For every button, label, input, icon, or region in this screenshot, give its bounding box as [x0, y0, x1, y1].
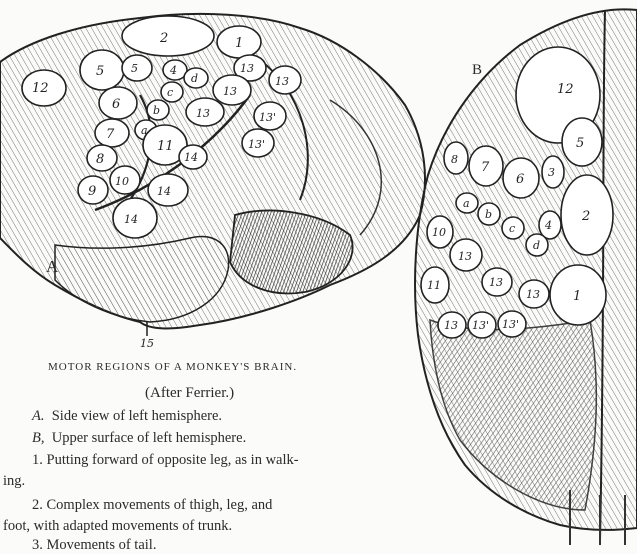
- caption-item-2: 2. Complex movements of thigh, leg, and: [32, 497, 272, 514]
- svg-text:10: 10: [115, 175, 129, 188]
- caption-line-b-key: B,: [32, 430, 44, 446]
- svg-text:6: 6: [112, 97, 120, 112]
- svg-text:13: 13: [489, 276, 503, 289]
- svg-text:6: 6: [516, 172, 524, 187]
- svg-text:2: 2: [581, 209, 590, 224]
- svg-text:13': 13': [472, 319, 489, 332]
- svg-text:14: 14: [124, 213, 138, 226]
- svg-text:8: 8: [451, 153, 458, 166]
- caption-item-2-cont: foot, with adapted movements of trunk.: [3, 518, 232, 535]
- svg-text:13: 13: [444, 319, 458, 332]
- caption-line-a: A. Side view of left hemisphere.: [32, 408, 222, 425]
- panel-a-pointer-label: 15: [140, 337, 154, 350]
- svg-text:13': 13': [502, 318, 519, 331]
- svg-text:10: 10: [432, 226, 446, 239]
- svg-text:12: 12: [557, 82, 574, 97]
- caption-item-1-cont: ing.: [3, 473, 25, 490]
- caption-line-a-text: Side view of left hemisphere.: [52, 408, 222, 424]
- svg-text:a: a: [463, 197, 470, 210]
- svg-text:5: 5: [96, 64, 104, 79]
- svg-text:7: 7: [481, 160, 490, 175]
- svg-text:1: 1: [235, 36, 243, 51]
- svg-text:13: 13: [223, 85, 237, 98]
- svg-text:13': 13': [248, 138, 265, 151]
- svg-text:c: c: [509, 222, 515, 235]
- svg-text:12: 12: [32, 81, 49, 96]
- svg-text:d: d: [191, 72, 198, 85]
- svg-text:13': 13': [259, 111, 276, 124]
- caption-title: MOTOR REGIONS OF A MONKEY'S BRAIN.: [48, 361, 297, 373]
- caption-item-3: 3. Movements of tail.: [32, 537, 156, 554]
- svg-text:14: 14: [157, 185, 171, 198]
- svg-text:b: b: [153, 104, 160, 117]
- caption-item-1-text: Putting forward of opposite leg, as in w…: [47, 452, 299, 468]
- caption-item-1-num: 1.: [32, 452, 43, 468]
- caption-line-b: B, Upper surface of left hemisphere.: [32, 430, 246, 447]
- panel-a-label: A: [46, 257, 58, 277]
- panel-b-upper-view: 12 5 3 6 7 8 2 4 a b c d 10 13 13 13 11 …: [415, 9, 637, 545]
- svg-text:14: 14: [184, 151, 198, 164]
- svg-text:13: 13: [196, 107, 210, 120]
- svg-text:11: 11: [427, 279, 441, 292]
- svg-text:5: 5: [576, 136, 584, 151]
- svg-text:a: a: [141, 124, 148, 137]
- caption-item-2-num: 2.: [32, 497, 43, 513]
- svg-text:13: 13: [240, 62, 254, 75]
- panel-a-side-view: 12 5 5 2 1 4 d 13 13 6 c b a 13 13 13' 7…: [0, 14, 425, 350]
- svg-text:b: b: [485, 208, 492, 221]
- caption-item-2-text: Complex movements of thigh, leg, and: [47, 497, 273, 513]
- svg-text:8: 8: [96, 152, 104, 167]
- caption-line-b-text: Upper surface of left hemisphere.: [52, 430, 246, 446]
- svg-text:9: 9: [88, 184, 96, 199]
- svg-text:d: d: [533, 239, 540, 252]
- svg-text:4: 4: [544, 219, 552, 232]
- svg-text:13: 13: [526, 288, 540, 301]
- svg-text:11: 11: [157, 139, 174, 154]
- caption-attribution: (After Ferrier.): [145, 385, 234, 402]
- svg-text:3: 3: [548, 166, 555, 179]
- caption-item-1: 1. Putting forward of opposite leg, as i…: [32, 452, 299, 469]
- svg-text:7: 7: [106, 127, 115, 142]
- svg-text:13: 13: [458, 250, 472, 263]
- svg-text:13: 13: [275, 75, 289, 88]
- svg-text:1: 1: [573, 289, 581, 304]
- caption-line-a-key: A.: [32, 408, 44, 424]
- svg-text:5: 5: [131, 62, 138, 75]
- svg-text:c: c: [167, 86, 173, 99]
- svg-text:2: 2: [159, 31, 168, 46]
- svg-text:4: 4: [169, 64, 177, 77]
- panel-b-label: B: [472, 62, 482, 79]
